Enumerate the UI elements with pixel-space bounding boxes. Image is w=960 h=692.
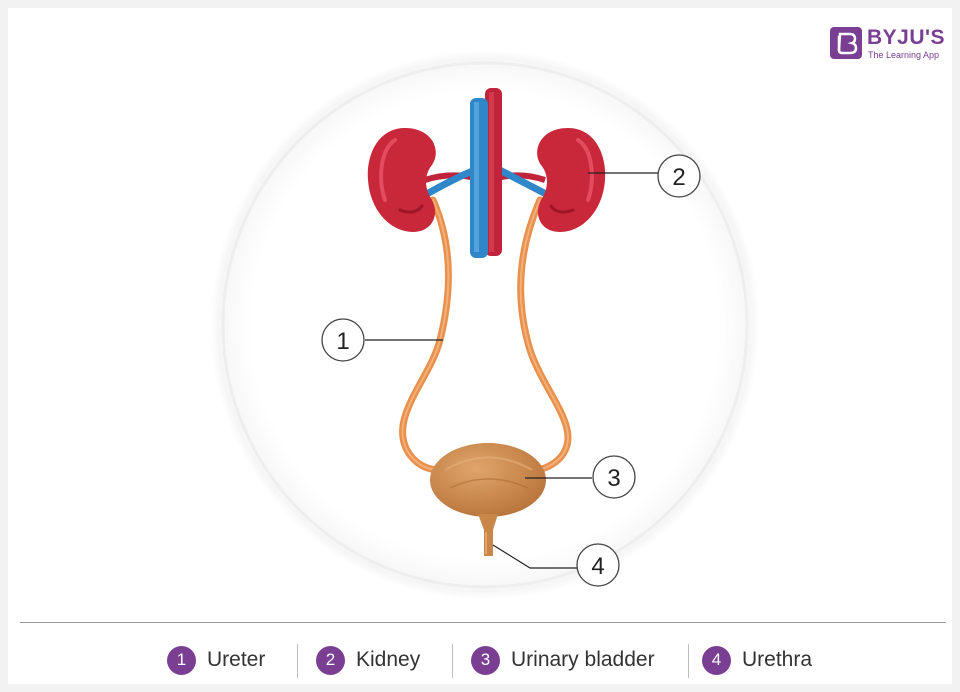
legend-item-ureter: 1 Ureter	[167, 643, 265, 677]
callout-4: 4	[577, 544, 619, 586]
callout-4-number: 4	[591, 553, 604, 580]
legend-label: Ureter	[207, 648, 265, 672]
legend-item-kidney: 2 Kidney	[316, 643, 420, 677]
urinary-system-diagram: 1 2 3 4	[0, 0, 960, 620]
legend-label: Urethra	[742, 648, 812, 672]
callout-1: 1	[322, 319, 364, 361]
legend-number-badge: 3	[471, 646, 500, 675]
callout-3: 3	[593, 456, 635, 498]
legend-number-badge: 4	[702, 646, 731, 675]
callout-1-number: 1	[336, 328, 349, 355]
callout-2-number: 2	[672, 164, 685, 191]
legend-divider	[20, 622, 946, 623]
legend-number-badge: 2	[316, 646, 345, 675]
legend-item-urinary-bladder: 3 Urinary bladder	[471, 643, 655, 677]
legend-label: Urinary bladder	[511, 648, 655, 672]
legend-number-badge: 1	[167, 646, 196, 675]
major-vessels	[470, 88, 502, 258]
legend-item-urethra: 4 Urethra	[702, 643, 812, 677]
urinary-bladder	[430, 443, 546, 517]
legend-separator	[297, 644, 298, 678]
callout-3-number: 3	[607, 465, 620, 492]
legend-label: Kidney	[356, 648, 420, 672]
legend-separator	[452, 644, 453, 678]
legend-separator	[688, 644, 689, 678]
legend: 1 Ureter 2 Kidney 3 Urinary bladder 4 Ur…	[0, 640, 960, 680]
callout-2: 2	[658, 155, 700, 197]
